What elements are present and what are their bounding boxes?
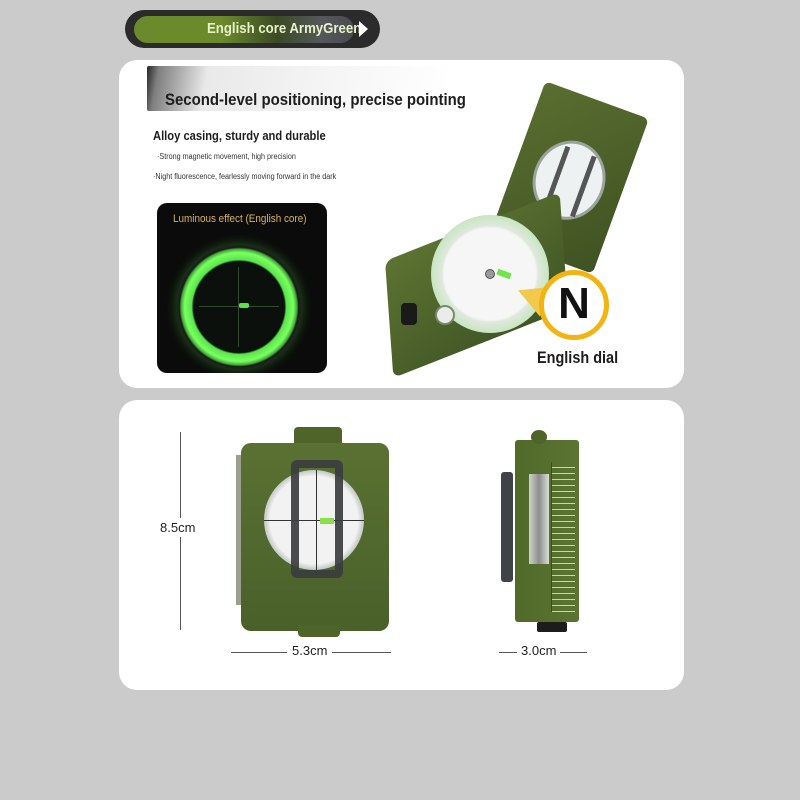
variant-selector[interactable]: English core ArmyGreen [125,10,380,48]
compass-knob [537,622,567,632]
mirror-line [570,155,597,218]
needle-mark [239,303,249,308]
height-dimension-label: 8.5cm [160,518,196,537]
needle-mark [320,518,334,524]
compass-bottom-tab [298,625,340,637]
variant-label: English core ArmyGreen [207,20,362,37]
ruler-scale [551,462,575,612]
north-badge: N [539,270,609,340]
width-dimension-label: 5.3cm [287,643,333,658]
glowing-compass-dial-image [177,245,301,369]
headline-swoosh-decoration [147,66,447,111]
compass-knob [401,303,417,325]
feature-subhead: Alloy casing, sturdy and durable [153,128,326,143]
feature-bullet: ·Night fluorescence, fearlessly moving f… [153,172,337,181]
compass-side-edge [236,455,244,605]
compass-hinge [531,430,547,444]
bubble-level [435,305,455,325]
dial-pivot [485,269,495,279]
feature-headline: Second-level positioning, precise pointi… [165,90,466,109]
open-compass-product-image: N English dial [385,81,649,378]
dial-caption: English dial [537,348,619,367]
north-letter: N [558,279,590,328]
compass-side-view-image [501,426,581,636]
features-card: Second-level positioning, precise pointi… [119,60,684,388]
compass-front-view-image [236,425,390,637]
luminous-effect-panel: Luminous effect (English core) [157,203,327,373]
crosshair-line [316,470,317,570]
compass-back-plate [501,472,513,582]
luminous-panel-title: Luminous effect (English core) [173,213,307,225]
variant-color-swatch [134,16,354,43]
needle-mark [496,268,512,280]
dial-window [529,474,549,564]
sight-frame [291,460,343,578]
dimensions-card: 8.5cm 5.3cm 3.0cm [119,400,684,690]
crosshair-line [264,520,364,521]
depth-dimension-label: 3.0cm [517,643,561,658]
feature-bullet: ·Strong magnetic movement, high precisio… [157,152,296,161]
chevron-right-icon[interactable] [359,21,368,37]
crosshair-line [238,267,239,347]
